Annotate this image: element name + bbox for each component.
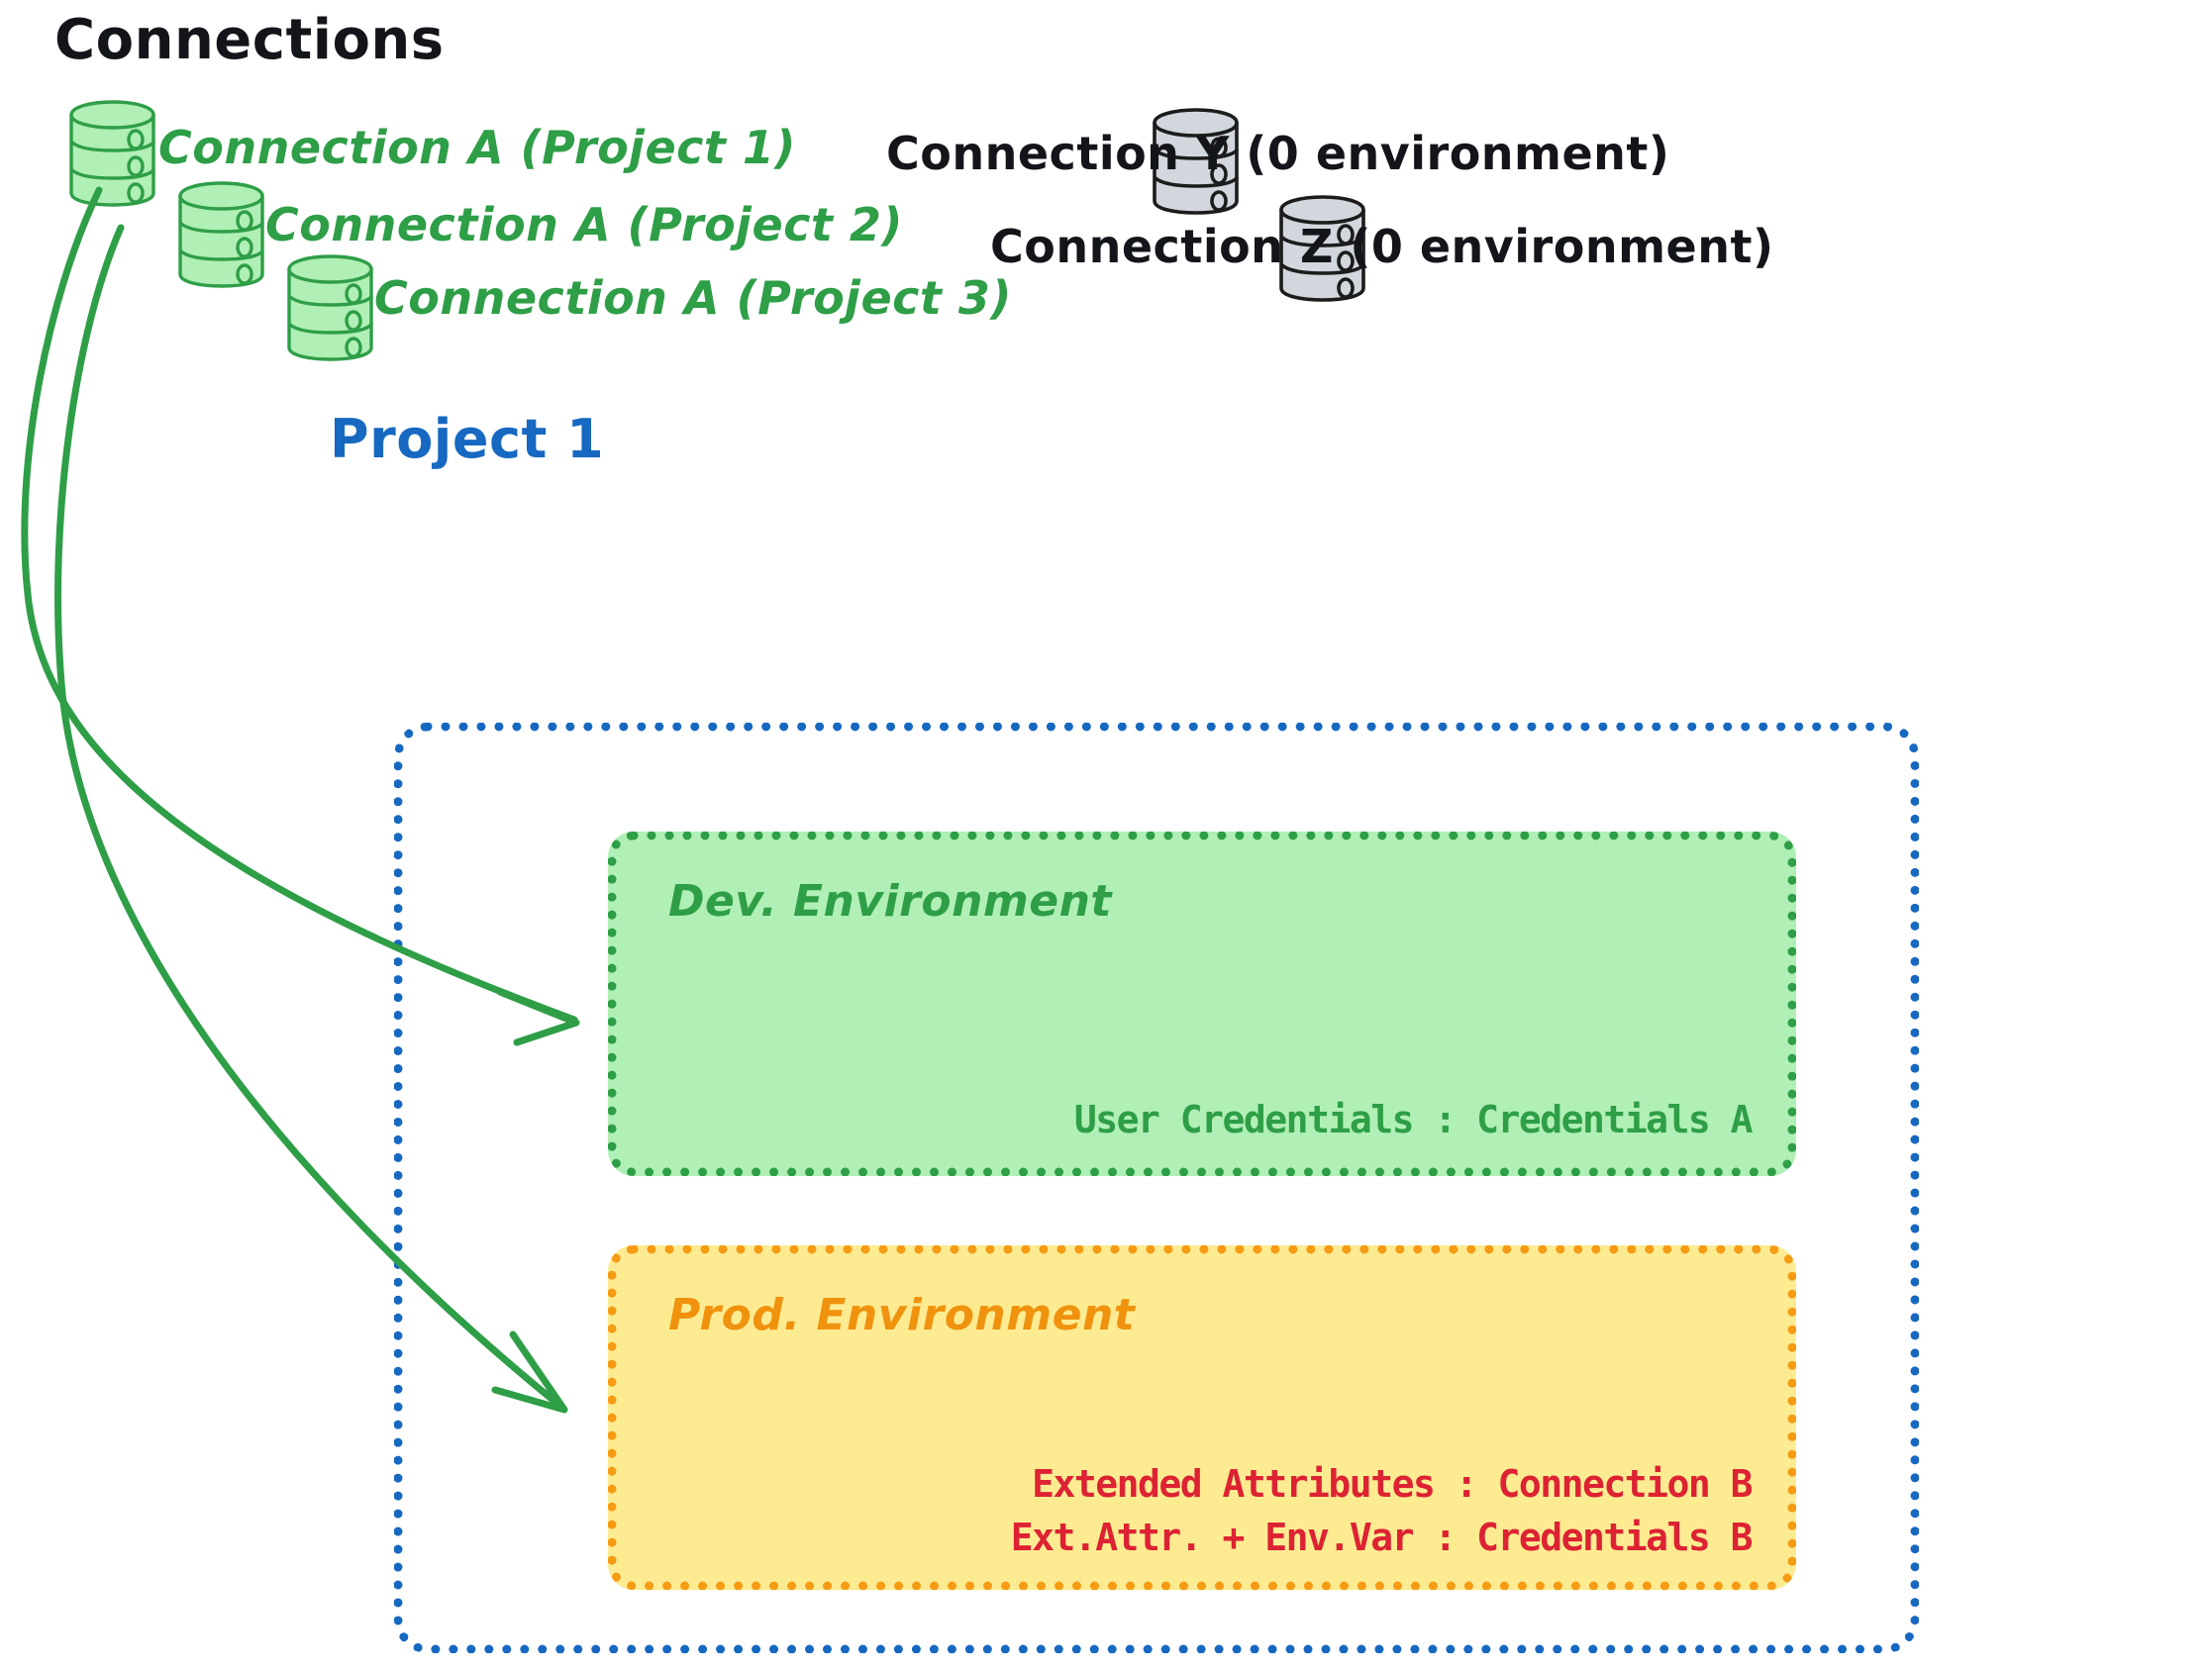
prod-environment-attributes-line: Extended Attributes : Connection B xyxy=(1032,1462,1753,1506)
project-title: Project 1 xyxy=(330,408,605,470)
page-title: Connections xyxy=(54,8,445,72)
connection-label-z: Connection Z (0 environment) xyxy=(990,220,1774,273)
database-icon-connection-z xyxy=(1275,194,1369,303)
prod-environment-credentials-line: Ext.Attr. + Env.Var : Credentials B xyxy=(1010,1516,1754,1559)
database-icon-connection-a-project-1 xyxy=(65,99,159,208)
connection-label-y: Connection Y (0 environment) xyxy=(886,127,1670,180)
connection-label-a-project-3: Connection A (Project 3) xyxy=(374,271,1012,325)
prod-environment-box: Prod. Environment Extended Attributes : … xyxy=(608,1245,1796,1590)
connection-label-a-project-2: Connection A (Project 2) xyxy=(265,198,903,251)
database-icon-connection-y xyxy=(1149,107,1243,216)
database-icon-connection-a-project-2 xyxy=(174,180,268,289)
prod-environment-title: Prod. Environment xyxy=(668,1290,1136,1340)
dev-environment-credentials-line: User Credentials : Credentials A xyxy=(1073,1098,1754,1141)
dev-environment-title: Dev. Environment xyxy=(668,876,1112,927)
connection-label-a-project-1: Connection A (Project 1) xyxy=(158,121,796,174)
database-icon-connection-a-project-3 xyxy=(283,253,377,362)
dev-environment-box: Dev. Environment User Credentials : Cred… xyxy=(608,832,1796,1176)
